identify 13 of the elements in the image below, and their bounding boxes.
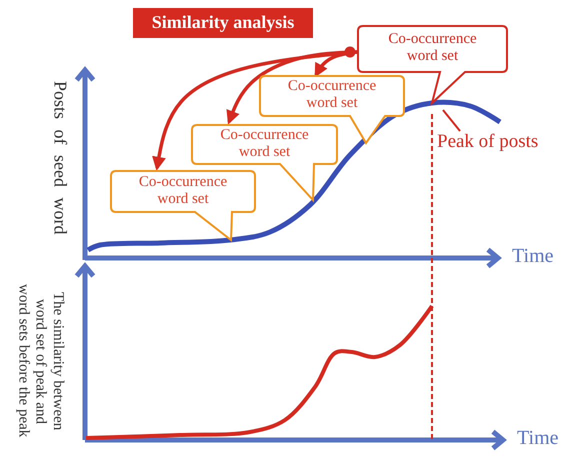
annotation-text: Peak of posts <box>437 131 538 153</box>
axis-label: Time <box>512 245 554 268</box>
arrow <box>152 50 358 171</box>
bubble-text: Co-occurrence word set <box>138 174 228 208</box>
leader-line <box>442 109 461 132</box>
heading-text: Similarity analysis <box>150 12 296 33</box>
axis-title: Posts of seed word <box>50 80 71 237</box>
bubble-text: Co-occurrence word set <box>387 31 478 66</box>
heading-box <box>133 8 313 38</box>
bubble-text: Co-occurrence word set <box>286 78 378 112</box>
axis-title: The similarity between word set of peak and word sets before the peak <box>14 283 66 440</box>
axis-label: Time <box>517 427 559 450</box>
bubble-text: Co-occurrence word set <box>219 126 310 161</box>
